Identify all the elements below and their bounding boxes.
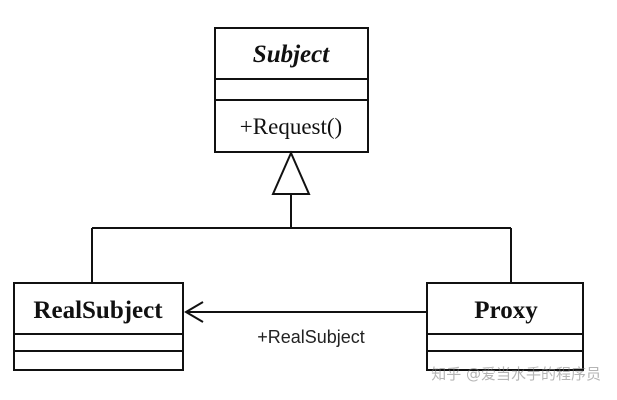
subject-class-name: Subject <box>253 41 330 68</box>
proxy-class-frame <box>426 282 584 371</box>
inheritance-arrowhead <box>271 150 311 195</box>
realsubject-class: RealSubject <box>13 282 184 371</box>
proxy-class-name: Proxy <box>474 297 538 324</box>
watermark-text: 知乎 @爱当水手的程序员 <box>431 365 601 383</box>
association-arrowhead <box>184 301 204 323</box>
realsubject-class-frame <box>13 282 184 371</box>
association-role-label: +RealSubject <box>257 327 365 347</box>
realsubject-class-name: RealSubject <box>33 297 163 324</box>
subject-class: Subject +Request() <box>214 27 369 153</box>
subject-class-frame <box>214 27 369 153</box>
generalization-connector <box>91 150 512 283</box>
association-connector: +RealSubject <box>184 301 427 347</box>
proxy-class: Proxy <box>426 282 584 371</box>
subject-request-operation: +Request() <box>240 114 342 139</box>
